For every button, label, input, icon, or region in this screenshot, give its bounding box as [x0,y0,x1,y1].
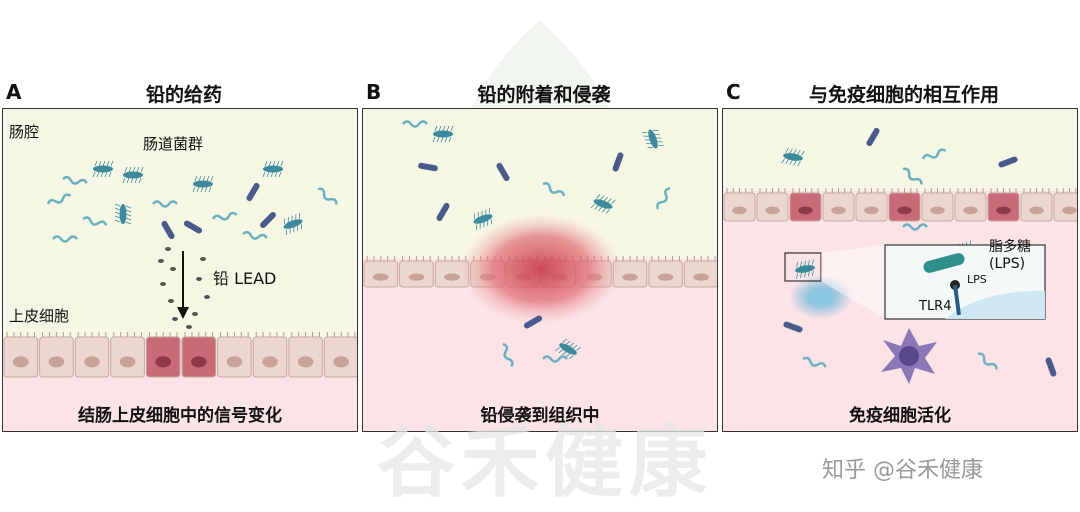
panel-c: 脂多糖 (LPS) LPS TLR4 免疫细胞活化 [722,108,1078,432]
panel-a-illustration [3,109,358,432]
gut-bacteria-label: 肠道菌群 [143,133,203,154]
invasion-site [461,214,621,324]
lps-label: 脂多糖 (LPS) [989,239,1031,273]
panel-c-title: 与免疫细胞的相互作用 [726,80,1080,107]
epithelial-cells [724,188,1078,221]
lumen-label: 肠腔 [9,121,39,142]
zhihu-watermark: 知乎 @谷禾健康 [822,452,983,484]
bacterium [193,181,213,188]
panel-b: 铅侵袭到组织中 [362,108,718,432]
bacterium [93,166,113,173]
bacterium [433,131,453,138]
panel-a-caption: 结肠上皮细胞中的信号变化 [3,401,357,426]
bacterium [120,204,127,224]
panel-c-caption: 免疫细胞活化 [723,401,1077,426]
lead-label: 铅 LEAD [213,265,276,289]
bacterium [123,172,143,179]
panel-a: 肠腔 肠道菌群 铅 LEAD 上皮细胞 结肠上皮细胞中的信号变化 [2,108,358,432]
panel-a-title: 铅的给药 [6,80,362,107]
panel-b-title: 铅的附着和侵袭 [366,80,722,107]
lps-small-label: LPS [967,273,987,286]
tlr4-label: TLR4 [919,299,952,314]
panel-b-illustration [363,109,718,432]
epithelium-label: 上皮细胞 [9,305,69,326]
text-watermark: 谷禾健康 [345,400,745,512]
bacterium [263,166,283,173]
